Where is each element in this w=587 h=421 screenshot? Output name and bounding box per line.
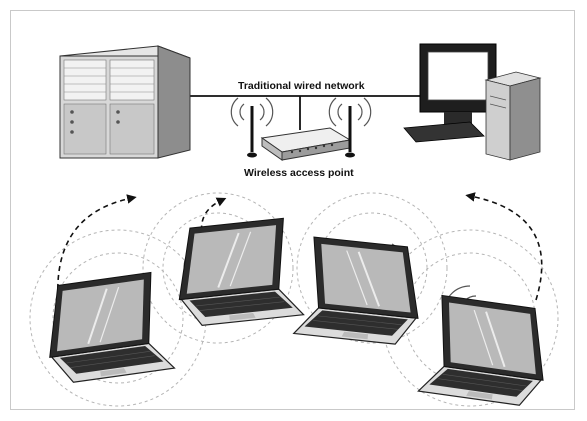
wireless-access-point-icon: [247, 106, 355, 161]
wired-network-line: [190, 95, 420, 130]
laptop-icon: [417, 293, 554, 410]
laptop-icon: [39, 270, 176, 387]
laptop-icon: [171, 216, 305, 329]
roaming-arrows: [57, 192, 543, 301]
wired-network-label: Traditional wired network: [238, 80, 365, 92]
access-point-label: Wireless access point: [244, 167, 354, 179]
diagram-frame: [10, 10, 575, 410]
server-rack-icon: [59, 45, 191, 159]
laptop-icon: [292, 235, 427, 348]
desktop-computer-icon: [403, 43, 542, 161]
